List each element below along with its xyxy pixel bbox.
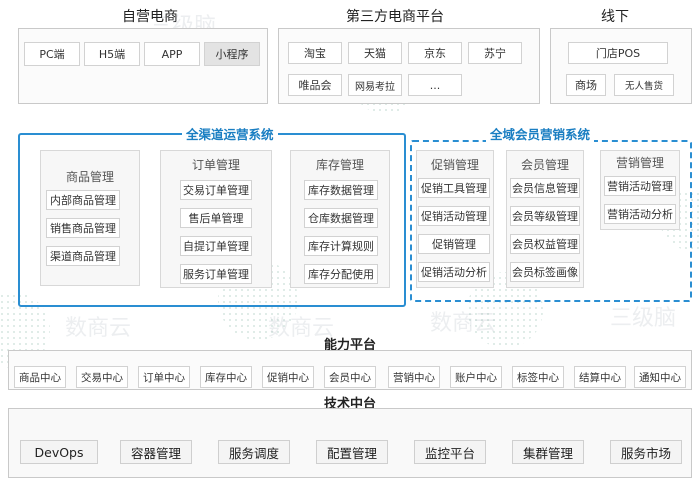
tech-monitor: 监控平台 <box>414 440 486 464</box>
cap-notify-center: 通知中心 <box>634 366 686 388</box>
channel-miniprogram: 小程序 <box>204 42 260 66</box>
stock-data: 库存数据管理 <box>304 180 378 200</box>
tech-scheduling: 服务调度 <box>218 440 290 464</box>
promo-management: 促销管理 <box>418 234 490 254</box>
cap-promo-center: 促销中心 <box>262 366 314 388</box>
offline-unmanned: 无人售货 <box>614 74 674 96</box>
offline-mall: 商场 <box>566 74 606 96</box>
vip-tag-profile: 会员标签画像 <box>510 262 580 282</box>
member-marketing-title: 全域会员营销系统 <box>486 124 595 143</box>
tech-market: 服务市场 <box>610 440 682 464</box>
vip-info: 会员信息管理 <box>510 178 580 198</box>
cap-settlement-center: 结算中心 <box>574 366 626 388</box>
omni-channel-title: 全渠道运营系统 <box>182 124 278 143</box>
self-commerce-title: 自营电商 <box>122 9 178 25</box>
tech-cluster: 集群管理 <box>512 440 584 464</box>
watermark-logo: 三级脑 <box>610 306 677 331</box>
platform-more: ... <box>408 74 462 96</box>
tech-container: 容器管理 <box>120 440 192 464</box>
tech-config: 配置管理 <box>316 440 388 464</box>
cap-tag-center: 标签中心 <box>512 366 564 388</box>
order-aftersale: 售后单管理 <box>180 208 252 228</box>
promo-analysis: 促销活动分析 <box>418 262 490 282</box>
platform-kaola: 网易考拉 <box>348 74 402 96</box>
capability-platform-title: 能力平台 <box>323 338 376 353</box>
stock-mgmt-title: 库存管理 <box>315 158 364 172</box>
goods-channel: 渠道商品管理 <box>46 246 120 266</box>
offline-pos: 门店POS <box>568 42 668 64</box>
stock-allocation: 库存分配使用 <box>304 264 378 284</box>
third-party-title: 第三方电商平台 <box>346 9 444 25</box>
platform-tmall: 天猫 <box>348 42 402 64</box>
stock-warehouse: 仓库数据管理 <box>304 208 378 228</box>
platform-taobao: 淘宝 <box>288 42 342 64</box>
cap-stock-center: 库存中心 <box>200 366 252 388</box>
promo-tools: 促销工具管理 <box>418 178 490 198</box>
channel-app: APP <box>144 42 200 66</box>
platform-vip: 唯品会 <box>288 74 342 96</box>
platform-jd: 京东 <box>408 42 462 64</box>
watermark: 数商云 <box>65 316 132 341</box>
cap-goods-center: 商品中心 <box>14 366 66 388</box>
vip-level: 会员等级管理 <box>510 206 580 226</box>
order-mgmt-title: 订单管理 <box>191 158 240 172</box>
goods-mgmt-title: 商品管理 <box>65 170 114 184</box>
marketing-activity: 营销活动管理 <box>604 176 676 196</box>
order-pickup: 自提订单管理 <box>180 236 252 256</box>
marketing-mgmt-title: 营销管理 <box>615 156 664 170</box>
order-service: 服务订单管理 <box>180 264 252 284</box>
tech-devops: DevOps <box>20 440 98 464</box>
promo-activity: 促销活动管理 <box>418 206 490 226</box>
order-trade: 交易订单管理 <box>180 180 252 200</box>
cap-account-center: 账户中心 <box>450 366 502 388</box>
self-commerce-panel <box>18 28 268 104</box>
watermark: 数商云 <box>430 311 497 336</box>
cap-marketing-center: 营销中心 <box>388 366 440 388</box>
channel-h5: H5端 <box>84 42 140 66</box>
channel-pc: PC端 <box>24 42 80 66</box>
offline-title: 线下 <box>601 9 629 25</box>
goods-internal: 内部商品管理 <box>46 190 120 210</box>
cap-trade-center: 交易中心 <box>76 366 128 388</box>
cap-order-center: 订单中心 <box>138 366 190 388</box>
goods-sales: 销售商品管理 <box>46 218 120 238</box>
marketing-analysis: 营销活动分析 <box>604 204 676 224</box>
vip-rights: 会员权益管理 <box>510 234 580 254</box>
promo-mgmt-title: 促销管理 <box>430 158 479 172</box>
platform-suning: 苏宁 <box>468 42 522 64</box>
stock-calc-rule: 库存计算规则 <box>304 236 378 256</box>
cap-member-center: 会员中心 <box>324 366 376 388</box>
vip-mgmt-title: 会员管理 <box>520 158 569 172</box>
